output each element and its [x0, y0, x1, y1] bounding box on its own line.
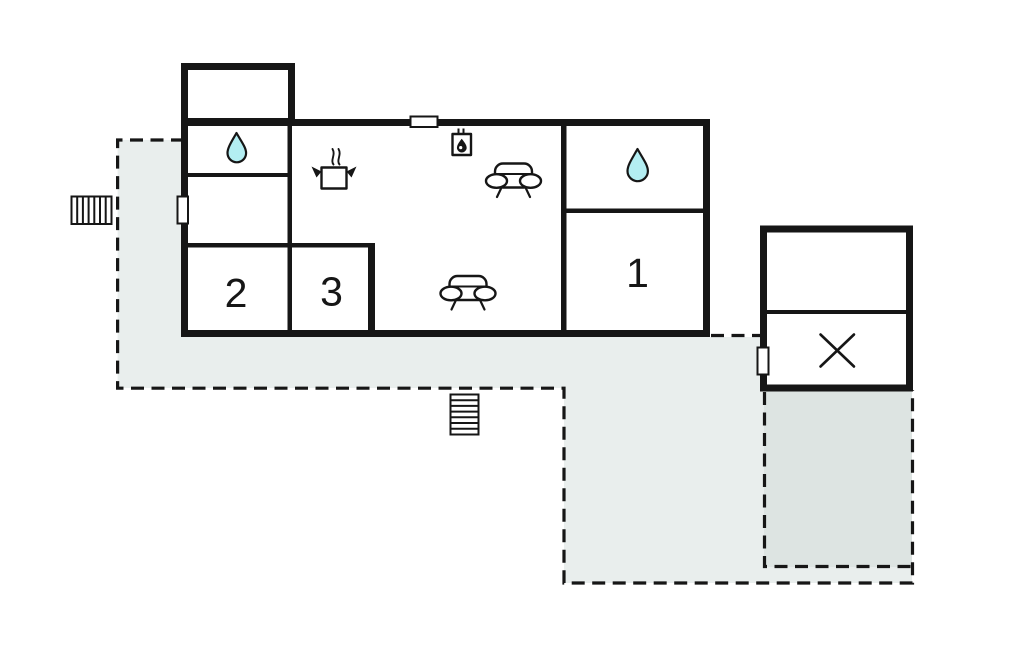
terrace-annex: [764, 390, 912, 567]
stove-icon: [311, 148, 357, 190]
room-3-label: 3: [320, 269, 343, 315]
door-top: [409, 115, 439, 128]
door-left: [176, 195, 189, 225]
wall-room1-top: [566, 208, 704, 213]
wall-annex-divider: [766, 310, 911, 314]
door-annex: [756, 346, 770, 376]
wall-living-divider: [561, 124, 567, 337]
terrace-main-outline: [116, 138, 915, 585]
fireplace-icon: [451, 128, 473, 157]
wall-bathroom-left-bottom: [184, 173, 291, 177]
building-main: [181, 119, 710, 337]
terrace-main: [117, 140, 913, 583]
storage-cross-icon: [819, 333, 856, 368]
wall-bedrooms-top: [184, 243, 375, 248]
terrace-annex-outline: [762, 392, 912, 569]
water-drop-icon-left-bathroom: [226, 131, 248, 164]
wall-vertical-left-core: [287, 122, 292, 337]
stairs-left-icon: [70, 195, 113, 225]
room-2-label: 2: [225, 270, 248, 316]
room-1-label: 1: [626, 250, 649, 296]
building-annex: [760, 225, 913, 392]
water-drop-icon-right-bathroom: [626, 147, 649, 183]
building-entrance-room: [181, 63, 295, 125]
wall-room3-right: [368, 243, 375, 337]
stairs-bottom-icon: [449, 393, 480, 436]
